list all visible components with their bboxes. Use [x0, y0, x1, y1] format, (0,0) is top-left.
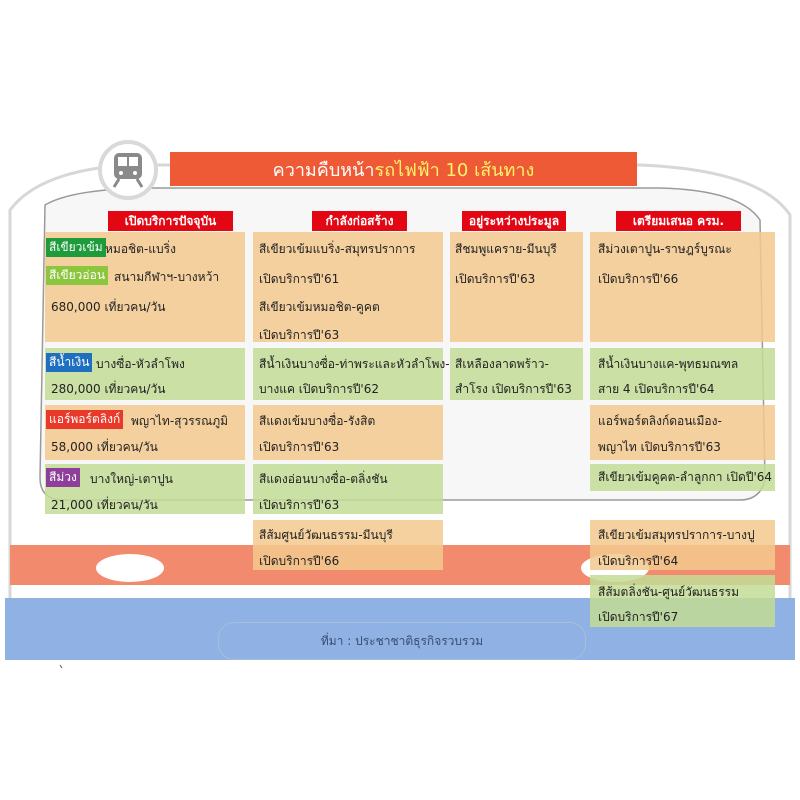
column-header-bidding: อยู่ระหว่างประมูล	[462, 211, 566, 231]
blue-tag: สีน้ำเงิน	[46, 353, 93, 372]
construction-block-1	[253, 232, 443, 342]
dark-green-tag: สีเขียวเข้ม	[46, 238, 106, 257]
light-green-route: สนามกีฬาฯ-บางหว้า	[114, 270, 220, 284]
proposal-block-5	[590, 520, 775, 570]
proposal-item-2-line1: สีน้ำเงินบางแค-พุทธมณฑล	[598, 357, 739, 371]
column-header-construction: กำลังก่อสร้าง	[312, 211, 407, 231]
construction-item-2-line1: สีเขียวเข้มหมอชิต-คูคต	[259, 300, 380, 314]
title-part1: ความคืบหน้า	[272, 159, 375, 181]
proposal-item-6-line2: เปิดบริการปี'67	[598, 610, 679, 624]
construction-item-6-line1: สีส้มศูนย์วัฒนธรรม-มีนบุรี	[259, 528, 393, 542]
bidding-item-2-line2: สำโรง เปิดบริการปี'63	[455, 382, 572, 396]
green-riders: 680,000 เที่ยวคน/วัน	[51, 300, 166, 314]
proposal-block-2	[590, 348, 775, 400]
blue-riders: 280,000 เที่ยวคน/วัน	[51, 382, 166, 396]
construction-item-5-line1: สีแดงอ่อนบางซื่อ-ตลิ่งชัน	[259, 472, 388, 486]
construction-item-6-line2: เปิดบริการปี'66	[259, 554, 340, 568]
proposal-item-6-line1: สีส้มตลิ่งชัน-ศูนย์วัฒนธรรม	[598, 585, 739, 599]
arl-route: พญาไท-สุวรรณภูมิ	[131, 414, 229, 428]
bidding-item-1-line1: สีชมพูแคราย-มีนบุรี	[455, 242, 557, 256]
page-title: ความคืบหน้า รถไฟฟ้า 10 เส้นทาง	[170, 152, 637, 186]
construction-block-5	[253, 520, 443, 570]
column-header-open: เปิดบริการปัจจุบัน	[108, 211, 233, 231]
construction-item-3-line2: บางแค เปิดบริการปี'62	[259, 382, 379, 396]
proposal-item-5-line1: สีเขียวเข้มสมุทรปราการ-บางปู	[598, 528, 755, 542]
purple-route: บางใหญ่-เตาปูน	[90, 472, 173, 486]
bidding-item-1-line2: เปิดบริการปี'63	[455, 272, 536, 286]
proposal-item-2-line2: สาย 4 เปิดบริการปี'64	[598, 382, 715, 396]
construction-block-4	[253, 464, 443, 514]
proposal-item-1-line2: เปิดบริการปี'66	[598, 272, 679, 286]
title-part2: รถไฟฟ้า 10 เส้นทาง	[374, 159, 535, 181]
construction-block-2	[253, 348, 443, 400]
proposal-item-5-line2: เปิดบริการปี'64	[598, 554, 679, 568]
proposal-item-4-line1: สีเขียวเข้มคูคต-ลำลูกกา เปิดปี'64	[598, 470, 773, 484]
arl-tag: แอร์พอร์ตลิงก์	[46, 410, 124, 429]
bidding-block-1	[450, 232, 583, 342]
proposal-block-1	[590, 232, 775, 342]
purple-riders: 21,000 เที่ยวคน/วัน	[51, 498, 158, 512]
construction-item-4-line2: เปิดบริการปี'63	[259, 440, 340, 454]
proposal-item-1-line1: สีม่วงเตาปูน-ราษฎร์บูรณะ	[598, 242, 732, 256]
arl-riders: 58,000 เที่ยวคน/วัน	[51, 440, 158, 454]
train-icon	[112, 153, 144, 188]
train-logo	[98, 140, 158, 200]
construction-item-2-line2: เปิดบริการปี'63	[259, 328, 340, 342]
proposal-block-6	[590, 575, 775, 627]
proposal-item-3-line2: พญาไท เปิดบริการปี'63	[598, 440, 721, 454]
purple-tag: สีม่วง	[46, 468, 80, 487]
construction-item-5-line2: เปิดบริการปี'63	[259, 498, 340, 512]
bidding-item-2-line1: สีเหลืองลาดพร้าว-	[455, 357, 549, 371]
proposal-block-4	[590, 464, 775, 491]
proposal-item-3-line1: แอร์พอร์ตลิงก์ดอนเมือง-	[598, 414, 722, 428]
construction-item-4-line1: สีแดงเข้มบางซื่อ-รังสิต	[259, 414, 376, 428]
dark-green-route: หมอชิต-แบริ่ง	[105, 242, 176, 256]
bidding-block-2	[450, 348, 583, 400]
column-header-proposal: เตรียมเสนอ ครม.	[616, 211, 741, 231]
light-green-tag: สีเขียวอ่อน	[46, 266, 109, 285]
blue-route: บางซื่อ-หัวลำโพง	[96, 357, 185, 371]
construction-item-3-line1: สีน้ำเงินบางซื่อ-ท่าพระและหัวลำโพง-	[259, 357, 450, 371]
construction-block-3	[253, 405, 443, 460]
construction-item-1-line1: สีเขียวเข้มแบริ่ง-สมุทรปราการ	[259, 242, 416, 256]
construction-item-1-line2: เปิดบริการปี'61	[259, 272, 340, 286]
source-caption: ที่มา : ประชาชาติธุรกิจรวบรวม	[218, 622, 586, 660]
proposal-block-3	[590, 405, 775, 460]
